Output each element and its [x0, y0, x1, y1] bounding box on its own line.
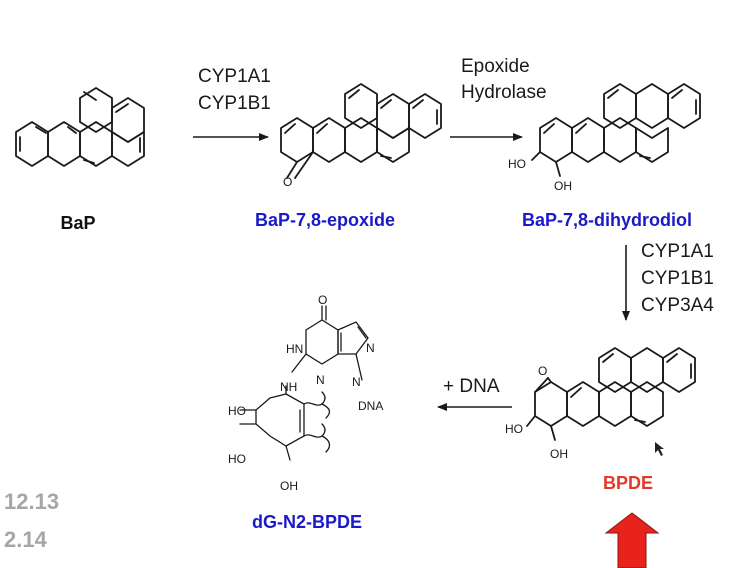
adduct-ho-upper: HO: [228, 404, 246, 418]
epoxide-label: BaP-7,8-epoxide: [255, 210, 395, 230]
adduct-n-upper: N: [366, 341, 375, 355]
adduct-oxygen: O: [318, 293, 327, 307]
bpde-oxygen: O: [538, 364, 547, 378]
bpde-structure: [526, 347, 696, 441]
dna-reagent-label: + DNA: [443, 376, 500, 397]
bpde-label: BPDE: [603, 473, 653, 493]
adduct-nh: NH: [280, 380, 297, 394]
adduct-dna: DNA: [358, 399, 383, 413]
slide-number-1: 12.13: [4, 489, 59, 514]
bpde-ho: HO: [505, 422, 523, 436]
adduct-n-middle: N: [316, 373, 325, 387]
enzyme-step1-line1: CYP1A1: [198, 66, 271, 87]
enzyme-step2-line2: Hydrolase: [461, 82, 547, 103]
enzyme-step3-line2: CYP1B1: [641, 268, 714, 289]
adduct-hn: HN: [286, 342, 303, 356]
bpde-oh: OH: [550, 447, 568, 461]
dihydrodiol-label: BaP-7,8-dihydrodiol: [522, 210, 692, 230]
enzyme-step3-line1: CYP1A1: [641, 241, 714, 262]
adduct-n-lower: N: [352, 375, 361, 389]
enzyme-step2-line1: Epoxide: [461, 56, 530, 77]
epoxide-oxygen: O: [283, 175, 292, 189]
dihydrodiol-oh: OH: [554, 179, 572, 193]
adduct-oh: OH: [280, 479, 298, 493]
enzyme-step3-line3: CYP3A4: [641, 295, 714, 316]
slide-number-2: 2.14: [4, 527, 48, 552]
dihydrodiol-structure: [531, 83, 701, 177]
adduct-structure: [239, 305, 369, 461]
highlight-up-arrow-icon: [604, 512, 660, 568]
dihydrodiol-ho: HO: [508, 157, 526, 171]
adduct-label: dG-N2-BPDE: [252, 512, 362, 532]
adduct-ho-lower: HO: [228, 452, 246, 466]
enzyme-step1-line2: CYP1B1: [198, 93, 271, 114]
mouse-cursor-icon: [655, 442, 664, 456]
bap-label: BaP: [60, 213, 95, 233]
bap-structure: [15, 87, 145, 167]
epoxide-structure: [280, 83, 442, 179]
